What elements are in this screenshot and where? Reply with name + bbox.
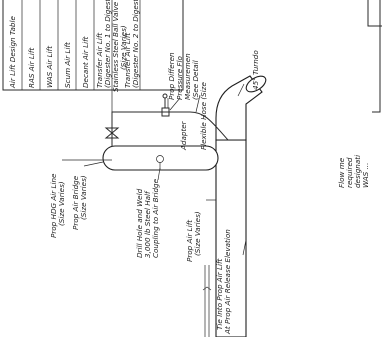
pressure-label: (See Detail <box>191 60 200 100</box>
ball-valve-size: (Size Varies) <box>119 25 128 70</box>
detail-callout-box <box>367 0 382 27</box>
tie-into-label: At Prop Air Release Elevation <box>223 229 232 335</box>
weld-label: Coupling to Air Bridge <box>151 178 160 258</box>
tie-into-label: Tie Into Prop Air Lift <box>215 258 224 330</box>
flow-note: required <box>345 157 354 188</box>
adapter-leader <box>169 97 181 111</box>
tie-leader <box>242 239 247 256</box>
table-row-label: Decant Air Lift <box>81 35 90 88</box>
pressure-label: Measuremen <box>183 53 192 100</box>
table-row-label: Scum Air Lift <box>63 41 72 88</box>
hdg-air-line-label: Prop HDG Air Line <box>49 173 58 238</box>
table-row-label: RAS Air Lift <box>27 47 36 88</box>
table-border <box>2 0 184 91</box>
pressure-label: Prop Differen <box>167 52 176 100</box>
adapter-label: Adapter <box>179 120 188 151</box>
air-lift-design-table: Air Lift Design Table RAS Air Lift WAS A… <box>2 0 184 91</box>
table-row-label: (Digester No. 2 to Digester No. <box>131 0 140 88</box>
flow-note: designati <box>353 155 362 188</box>
turndown-leader <box>237 83 245 97</box>
flexible-hose <box>189 111 229 141</box>
flow-note: Flow me <box>337 157 346 188</box>
hdg-air-line-size: (Size Varies) <box>57 181 66 226</box>
table-title: Air Lift Design Table <box>8 16 17 89</box>
stainless-ball-valve <box>104 127 120 139</box>
air-bridge-label: Prop Air Bridge <box>71 175 80 230</box>
bridge-leader <box>83 161 104 167</box>
air-bridge-size: (Size Varies) <box>79 175 88 220</box>
prop-air-lift-size: (Size Varies) <box>193 211 202 256</box>
table-row-label: WAS Air Lift <box>45 45 54 88</box>
table-row-label: Transfer Air Lift <box>95 32 104 88</box>
table-row-label: Transfer Air Lift <box>123 32 132 88</box>
pressure-tap-fitting <box>162 93 168 99</box>
flow-note: WAS ... <box>361 163 370 188</box>
table-row-label: (Digester No. 1 to Digester No. <box>103 0 112 88</box>
elbow-opening <box>245 75 267 93</box>
pressure-label: Pressure Flo <box>175 55 184 100</box>
flexible-hose-label: Flexible Hose (Size <box>199 82 208 150</box>
weld-label: Drill Hole and Weld <box>135 188 144 258</box>
turndown-label: 45° Turndo <box>251 50 260 90</box>
weld-label: 3,000 lb Steel Half <box>143 190 152 258</box>
ball-valve-label: Stainless Steel Ball Valve <box>111 1 120 92</box>
weld-leader <box>157 167 161 181</box>
hose-leader <box>195 94 201 113</box>
detail-callout-line <box>372 0 381 113</box>
prop-air-lift-label: Prop Air Lift <box>185 219 194 262</box>
leader-lines <box>62 83 247 256</box>
air-lift-assembly <box>102 75 267 337</box>
prop-air-bridge <box>102 145 219 171</box>
wall-break-mark <box>202 286 212 291</box>
